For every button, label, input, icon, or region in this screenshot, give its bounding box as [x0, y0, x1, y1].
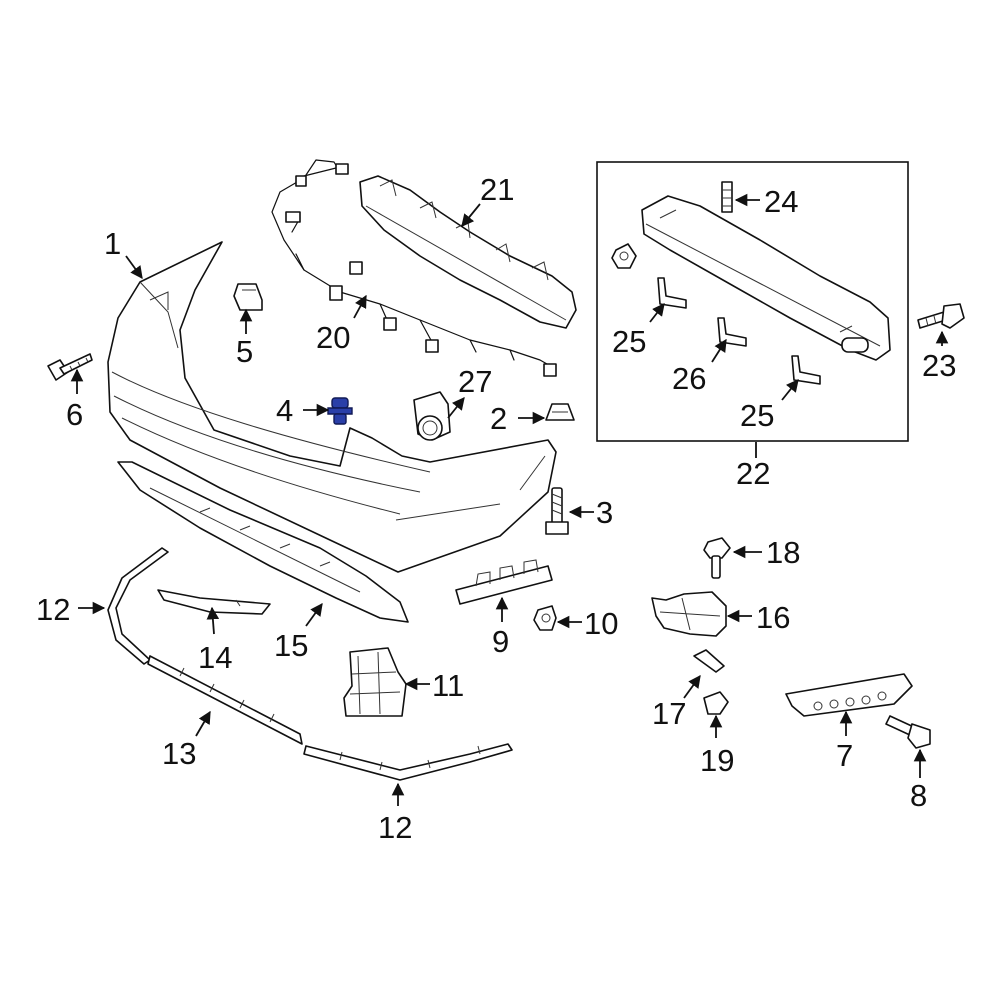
bracket-25b-part	[791, 355, 821, 385]
bolt-3-part	[545, 487, 569, 535]
bracket-16-part	[651, 591, 727, 637]
leader-15	[305, 602, 323, 627]
callout-12-left[interactable]: 12	[36, 592, 70, 627]
callout-1[interactable]: 1	[104, 226, 121, 261]
leader-26	[711, 338, 727, 363]
parking-sensor-part	[413, 391, 451, 441]
leader-25a	[649, 303, 665, 323]
callout-4[interactable]: 4	[276, 393, 293, 428]
reflector-strip-part	[157, 589, 271, 615]
callout-23[interactable]: 23	[922, 348, 956, 383]
callout-9[interactable]: 9	[492, 624, 509, 659]
fastener-4-highlighted-part[interactable]	[327, 397, 353, 425]
nut-19-part	[703, 691, 729, 715]
callout-27[interactable]: 27	[458, 364, 492, 399]
leader-14	[206, 606, 220, 635]
leader-27	[447, 397, 465, 419]
callout-25-top[interactable]: 25	[612, 324, 646, 359]
bracket-25a-part	[657, 277, 687, 309]
bolt-18-part	[703, 537, 731, 579]
leader-13	[195, 710, 211, 737]
bolt-23-part	[917, 303, 965, 329]
reinforcement-beam-part	[641, 195, 891, 361]
callout-labels: 1 2 3 4 5 6 7 8 9 10 11 12 13 14 15 16 1…	[36, 172, 956, 845]
leader-17	[683, 674, 701, 699]
callout-11[interactable]: 11	[432, 668, 464, 703]
callout-24[interactable]: 24	[764, 184, 798, 219]
callout-21[interactable]: 21	[480, 172, 514, 207]
callout-10[interactable]: 10	[584, 606, 618, 641]
callout-26[interactable]: 26	[672, 361, 706, 396]
screw-6-part	[47, 353, 93, 381]
callout-5[interactable]: 5	[236, 334, 253, 369]
callout-22[interactable]: 22	[736, 456, 770, 491]
callout-2[interactable]: 2	[490, 401, 507, 436]
label-24-part	[721, 181, 733, 213]
beam-nut-part	[611, 243, 637, 269]
callout-16[interactable]: 16	[756, 600, 790, 635]
leader-lines	[70, 193, 949, 806]
callout-17[interactable]: 17	[652, 696, 686, 731]
callout-14[interactable]: 14	[198, 640, 232, 675]
callout-7[interactable]: 7	[836, 738, 853, 773]
callout-25-bottom[interactable]: 25	[740, 398, 774, 433]
retainer-strip-part	[455, 559, 553, 605]
clip-5-part	[233, 283, 263, 311]
bracket-11-part	[343, 647, 407, 717]
lower-trim-part	[147, 655, 303, 745]
wiring-harness-part	[271, 159, 557, 377]
bumper-cover-part	[107, 241, 557, 573]
bracket-26-part	[717, 317, 747, 347]
callout-18[interactable]: 18	[766, 535, 800, 570]
callout-8[interactable]: 8	[910, 778, 927, 813]
bracket-7-part	[785, 673, 913, 717]
leader-1	[125, 255, 143, 280]
reinforcement-group-box	[596, 161, 909, 442]
callout-13[interactable]: 13	[162, 736, 196, 771]
trim-strip-left-part	[107, 547, 169, 665]
leader-20	[353, 294, 367, 319]
trim-strip-bottom-part	[303, 743, 513, 781]
leader-25b	[781, 379, 799, 401]
callout-6[interactable]: 6	[66, 397, 83, 432]
callout-3[interactable]: 3	[596, 495, 613, 530]
callout-19[interactable]: 19	[700, 743, 734, 778]
callout-15[interactable]: 15	[274, 628, 308, 663]
clip-17-part	[693, 649, 725, 673]
clip-2-part	[545, 403, 575, 421]
callout-20[interactable]: 20	[316, 320, 350, 355]
energy-absorber-part	[359, 175, 577, 329]
bolt-8-part	[885, 715, 931, 749]
leader-21	[461, 203, 481, 227]
callout-12-bottom[interactable]: 12	[378, 810, 412, 845]
nut-10-part	[533, 605, 557, 631]
lower-valance-part	[117, 461, 409, 623]
